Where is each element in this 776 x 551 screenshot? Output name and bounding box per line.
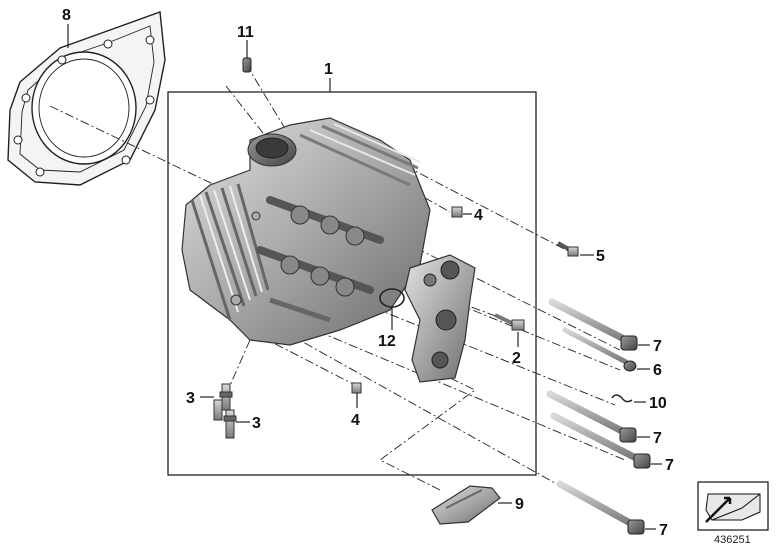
bolt-6 xyxy=(562,327,637,372)
camshaft-bearing-bracket xyxy=(404,254,476,383)
dowel-sleeve-upper xyxy=(451,206,463,218)
stud-2 xyxy=(494,313,525,331)
bolt-5 xyxy=(557,241,579,257)
callout-7-a[interactable]: 7 xyxy=(653,338,662,355)
callout-8[interactable]: 8 xyxy=(62,7,71,24)
diagram-stamp xyxy=(697,481,769,531)
callout-6[interactable]: 6 xyxy=(653,362,662,379)
callout-7-c[interactable]: 7 xyxy=(665,457,674,474)
callout-9[interactable]: 9 xyxy=(515,496,524,513)
cover-9 xyxy=(431,485,501,525)
cylinder-head xyxy=(181,117,431,346)
dowel-sleeve-lower xyxy=(351,382,362,394)
callout-3-upper[interactable]: 3 xyxy=(186,390,195,407)
callout-2[interactable]: 2 xyxy=(512,350,521,367)
diagram-id-number: 436251 xyxy=(714,534,751,546)
screw-11 xyxy=(242,57,252,73)
studs-3 xyxy=(213,383,237,439)
clip-10 xyxy=(611,394,633,403)
callout-7-b[interactable]: 7 xyxy=(653,430,662,447)
callout-5[interactable]: 5 xyxy=(596,248,605,265)
callout-3-lower[interactable]: 3 xyxy=(252,415,261,432)
cylinder-head-gasket xyxy=(7,11,166,186)
callout-10[interactable]: 10 xyxy=(649,395,667,412)
callout-1[interactable]: 1 xyxy=(324,61,333,78)
callout-11[interactable]: 11 xyxy=(237,24,254,41)
long-bolts xyxy=(546,298,651,535)
callout-7-d[interactable]: 7 xyxy=(659,522,668,539)
assembly-frame xyxy=(167,91,537,476)
callout-4-upper[interactable]: 4 xyxy=(474,207,483,224)
callout-4-lower[interactable]: 4 xyxy=(351,412,360,429)
callout-12[interactable]: 12 xyxy=(378,333,396,350)
